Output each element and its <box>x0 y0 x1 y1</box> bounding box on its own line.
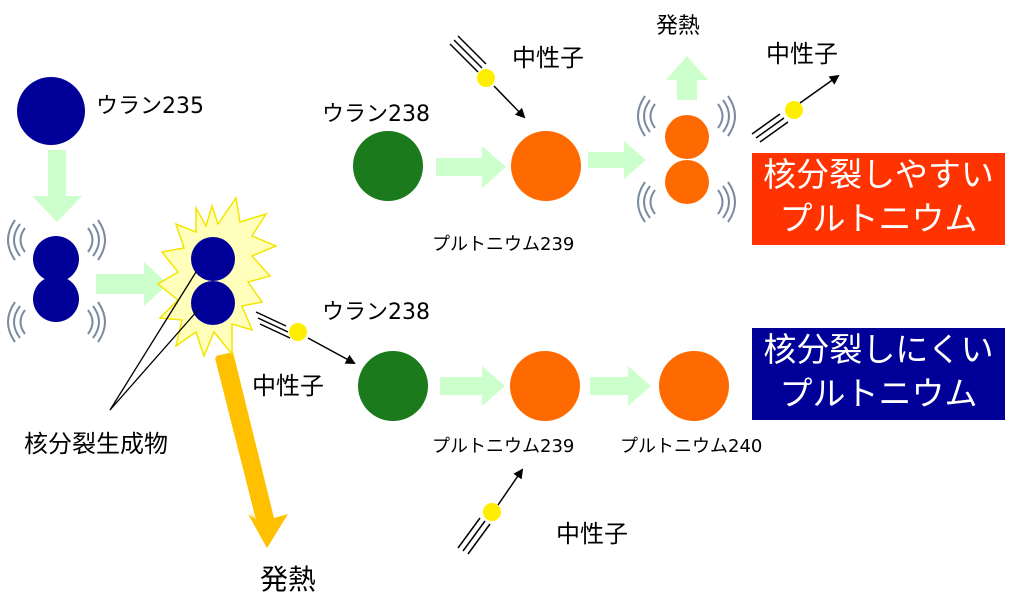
flow-arrow-icon <box>32 150 82 222</box>
nucleus-icon <box>659 351 729 421</box>
label-plutonium-240: プルトニウム240 <box>620 436 763 457</box>
hard-box-line2: プルトニウム <box>779 374 978 413</box>
flow-arrow-icon <box>440 366 505 406</box>
neutrons <box>255 35 840 555</box>
neutron-icon <box>751 74 840 143</box>
neutron-icon <box>449 35 526 119</box>
label-neutron-middle: 中性子 <box>252 372 324 400</box>
heat-arrow-icon <box>216 352 288 548</box>
label-fission-products: 核分裂生成物 <box>24 430 168 458</box>
nucleus-icon <box>665 115 709 159</box>
vibration-arcs <box>7 95 736 343</box>
label-heat-top: 発熱 <box>656 14 701 39</box>
nucleus-icon <box>510 351 580 421</box>
flow-arrows <box>32 56 708 406</box>
neutron-icon <box>255 311 356 364</box>
nucleus-icon <box>191 237 235 281</box>
flow-arrow-icon <box>590 366 651 406</box>
flow-arrow-icon <box>436 146 506 188</box>
easy-fission-plutonium-box: 核分裂しやすい プルトニウム <box>752 153 1005 245</box>
label-uranium-235: ウラン235 <box>96 94 204 119</box>
label-neutron-bottom: 中性子 <box>556 520 628 548</box>
easy-box-line1: 核分裂しやすい <box>763 155 994 194</box>
nucleus-icon <box>191 281 235 325</box>
neutron-icon <box>457 468 524 555</box>
nuclei <box>17 77 729 421</box>
label-plutonium-239-top: プルトニウム239 <box>432 234 575 255</box>
label-neutron-top-out: 中性子 <box>766 40 838 68</box>
vibration-arc-icon <box>637 95 736 223</box>
fission-product-leaders <box>109 271 199 411</box>
label-uranium-238-top: ウラン238 <box>322 102 430 127</box>
neutron-icon <box>785 101 803 119</box>
neutron-icon <box>289 323 307 341</box>
label-heat-bottom: 発熱 <box>260 563 317 596</box>
nucleus-icon <box>33 236 79 282</box>
neutron-icon <box>477 69 495 87</box>
label-neutron-top-in: 中性子 <box>512 44 584 72</box>
hard-box-line1: 核分裂しにくい <box>763 330 994 369</box>
flow-arrow-icon <box>96 262 168 306</box>
label-uranium-238-bottom: ウラン238 <box>322 300 430 325</box>
nucleus-icon <box>33 276 79 322</box>
nucleus-icon <box>17 77 85 145</box>
hard-fission-plutonium-box: 核分裂しにくい プルトニウム <box>752 328 1005 420</box>
label-plutonium-239-bottom: プルトニウム239 <box>432 436 575 457</box>
nucleus-icon <box>353 131 423 201</box>
neutron-icon <box>483 503 501 521</box>
nucleus-icon <box>665 160 709 204</box>
vibration-arc-icon <box>7 219 106 343</box>
easy-box-line2: プルトニウム <box>779 199 978 238</box>
flow-arrow-icon <box>666 56 708 100</box>
nucleus-icon <box>511 131 581 201</box>
nucleus-icon <box>358 351 428 421</box>
flow-arrow-icon <box>588 141 646 179</box>
